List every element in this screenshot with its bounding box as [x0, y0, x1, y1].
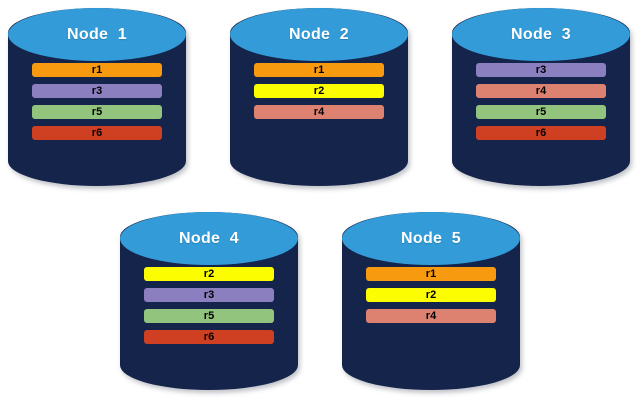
replica-list: r1 r2 r4: [230, 63, 408, 120]
node-title: Node 2: [289, 25, 349, 43]
replica-bar[interactable]: r4: [476, 84, 606, 99]
node-title: Node 3: [511, 25, 571, 43]
node-title: Node 1: [67, 25, 127, 43]
replica-bar[interactable]: r1: [254, 63, 384, 78]
cylinder-top-ellipse: [452, 8, 630, 62]
database-node-4[interactable]: Node 4 r2 r3 r5 r6: [120, 212, 298, 390]
replica-bar[interactable]: r6: [32, 126, 162, 141]
replica-list: r2 r3 r5 r6: [120, 267, 298, 345]
replica-bar[interactable]: r6: [476, 126, 606, 141]
replica-bar[interactable]: r3: [144, 288, 274, 303]
replica-bar[interactable]: r6: [144, 330, 274, 345]
replica-bar[interactable]: r5: [476, 105, 606, 120]
replica-list: r3 r4 r5 r6: [452, 63, 630, 141]
database-node-2[interactable]: Node 2 r1 r2 r4: [230, 8, 408, 186]
replica-bar[interactable]: r1: [32, 63, 162, 78]
cylinder-top-ellipse: [120, 212, 298, 266]
node-title: Node 5: [401, 229, 461, 247]
replica-bar[interactable]: r4: [366, 309, 496, 324]
cylinder-top-ellipse: [342, 212, 520, 266]
replica-bar[interactable]: r2: [144, 267, 274, 282]
replica-bar[interactable]: r2: [254, 84, 384, 99]
replica-bar[interactable]: r3: [32, 84, 162, 99]
cylinder-top-ellipse: [8, 8, 186, 62]
database-node-3[interactable]: Node 3 r3 r4 r5 r6: [452, 8, 630, 186]
cylinder-top-ellipse: [230, 8, 408, 62]
database-node-5[interactable]: Node 5 r1 r2 r4: [342, 212, 520, 390]
replica-bar[interactable]: r5: [144, 309, 274, 324]
replica-bar[interactable]: r1: [366, 267, 496, 282]
replica-bar[interactable]: r4: [254, 105, 384, 120]
replica-list: r1 r3 r5 r6: [8, 63, 186, 141]
database-node-1[interactable]: Node 1 r1 r3 r5 r6: [8, 8, 186, 186]
node-title: Node 4: [179, 229, 239, 247]
replica-bar[interactable]: r3: [476, 63, 606, 78]
replica-list: r1 r2 r4: [342, 267, 520, 324]
replica-bar[interactable]: r2: [366, 288, 496, 303]
replica-bar[interactable]: r5: [32, 105, 162, 120]
